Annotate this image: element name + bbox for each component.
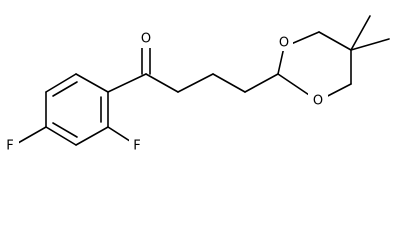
single-bond	[145, 73, 179, 93]
single-bond	[177, 73, 214, 93]
methyl-bond	[350, 15, 371, 51]
single-bond	[107, 73, 147, 93]
methyl-bond	[350, 38, 390, 51]
c-f-bond	[17, 126, 47, 144]
benzene-ring	[45, 73, 109, 146]
aromatic-inner-bond	[52, 122, 78, 138]
ring-bond	[318, 31, 352, 51]
ring-bond	[277, 46, 285, 75]
fluorine-substituents	[17, 126, 134, 144]
atom-labels: O O O F F	[3, 31, 328, 154]
single-bond	[212, 73, 246, 93]
carbonyl-oxygen-label: O	[141, 32, 151, 47]
ring-oxygen-label: O	[313, 94, 323, 109]
ring-bond	[75, 73, 109, 93]
single-bond	[244, 73, 279, 93]
ring-bond	[45, 126, 77, 146]
ring-bond	[75, 126, 109, 146]
gem-dimethyl	[350, 15, 390, 51]
ring-oxygen-label: O	[279, 36, 289, 51]
ring-bond	[45, 73, 77, 93]
chemical-structure: O O O F F	[3, 15, 390, 154]
butanone-chain	[107, 46, 279, 93]
aromatic-inner-bond	[52, 81, 78, 97]
c-f-bond	[107, 126, 134, 144]
fluorine-label: F	[6, 139, 13, 154]
fluorine-label: F	[133, 139, 140, 154]
